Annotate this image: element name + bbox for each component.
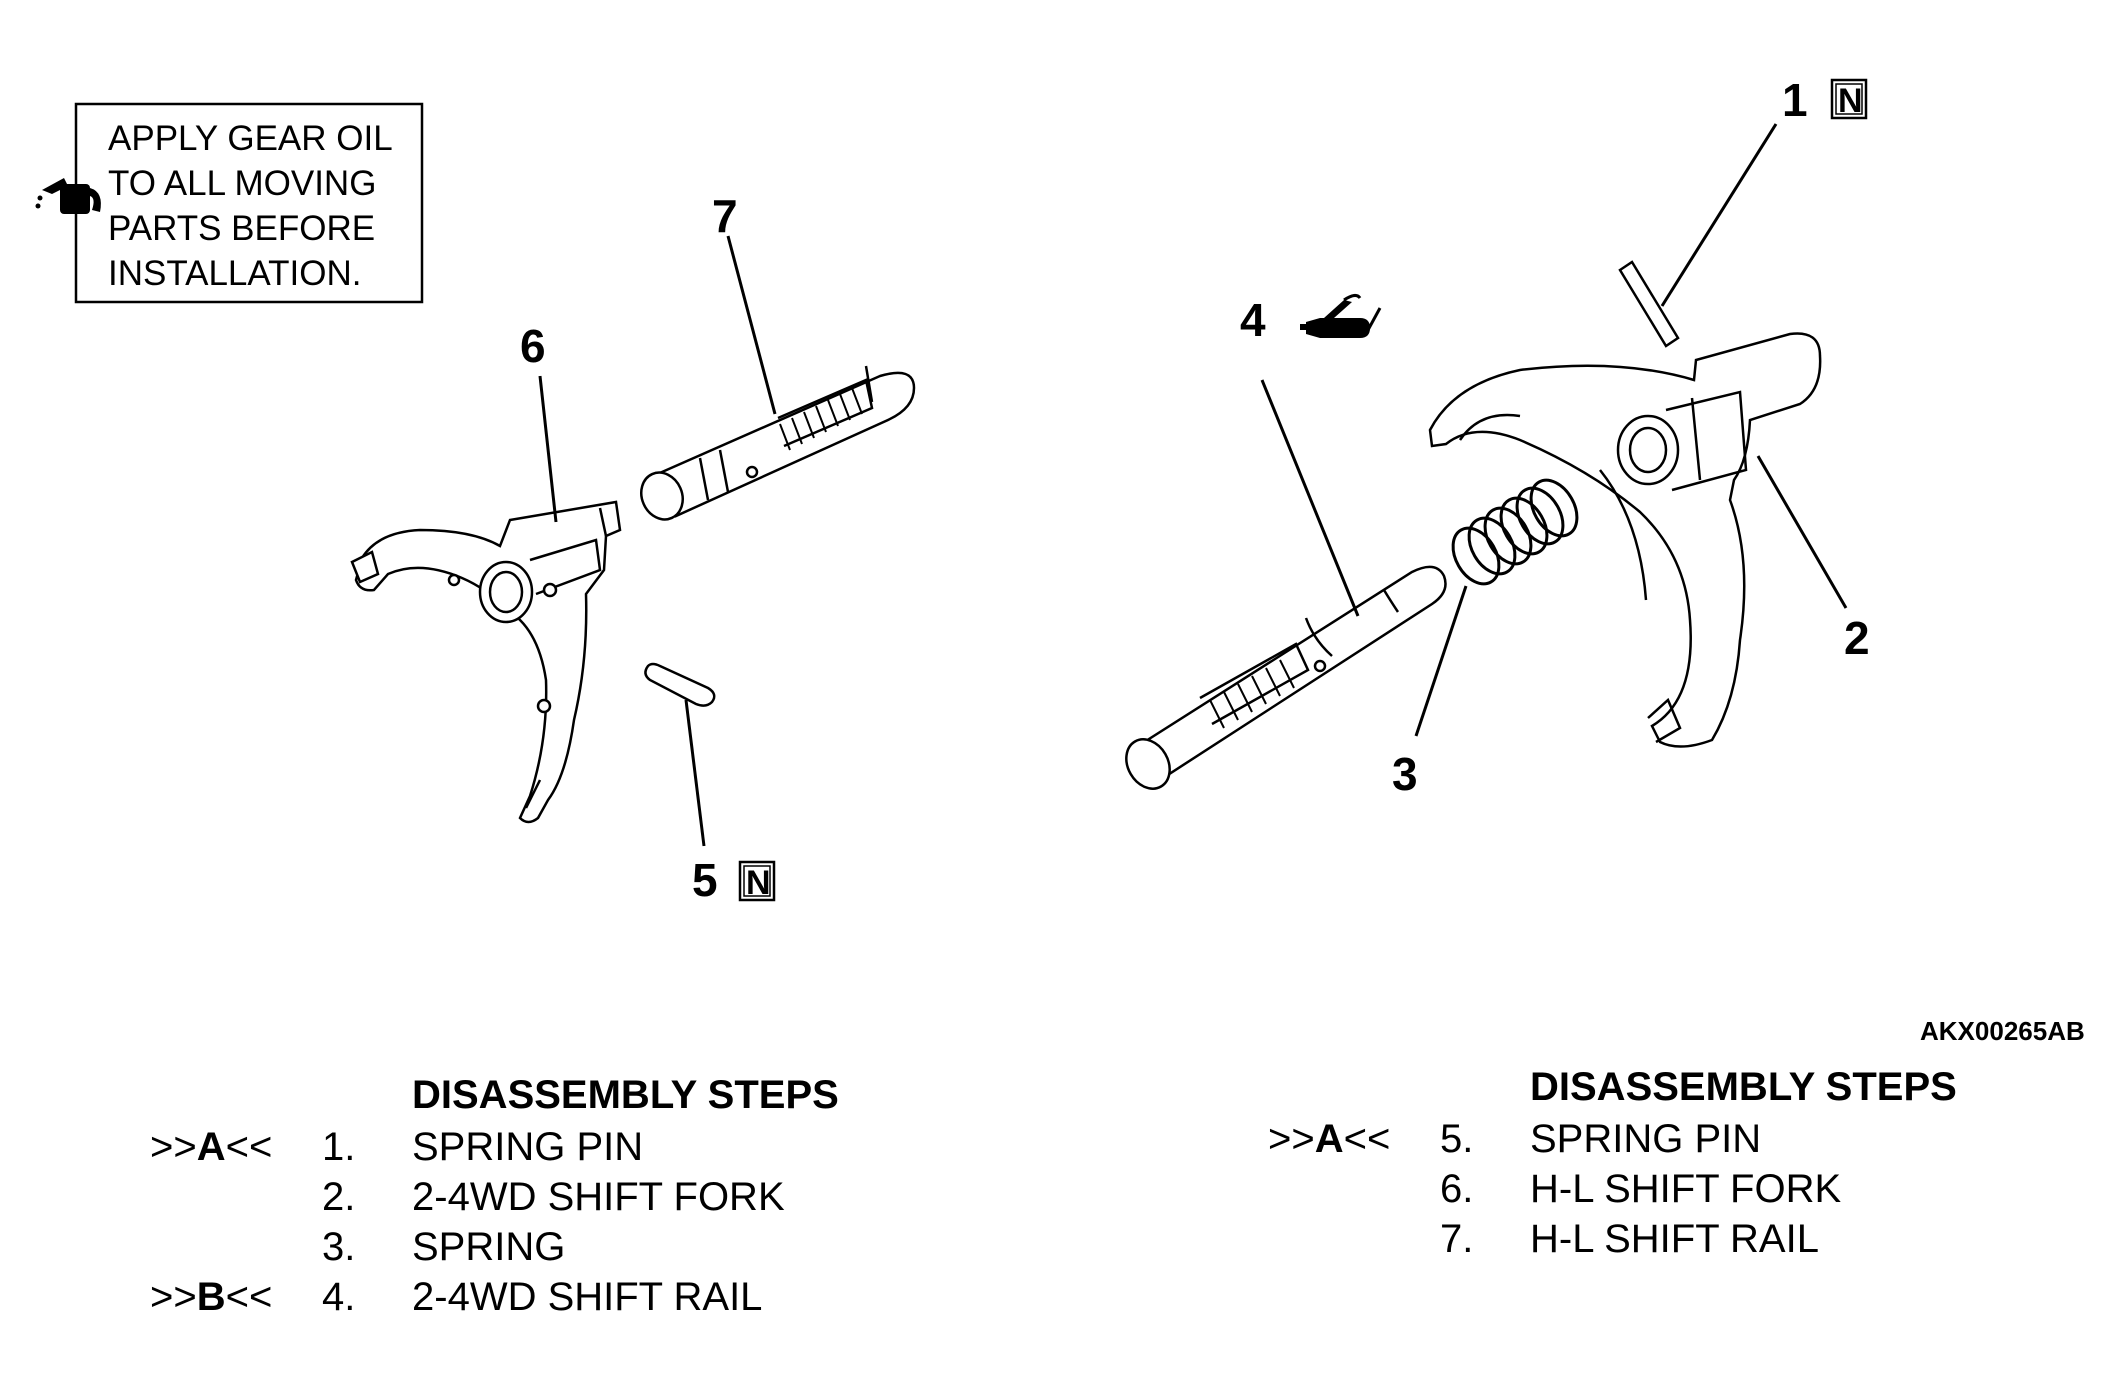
step-name: 2-4WD SHIFT FORK — [412, 1175, 785, 1219]
spring-pin-1-part — [1618, 260, 1680, 348]
callout-5: 5 — [692, 854, 718, 906]
step-row-4: >>B<< 4. 2-4WD SHIFT RAIL — [150, 1272, 910, 1322]
step-name: 2-4WD SHIFT RAIL — [412, 1275, 763, 1319]
note-line-2: TO ALL MOVING — [108, 164, 376, 203]
callout-6: 6 — [520, 320, 546, 372]
callout-2: 2 — [1844, 612, 1870, 664]
step-number: 4. — [322, 1275, 356, 1319]
step-number: 5. — [1440, 1117, 1474, 1161]
step-ref-code: >>A<< — [150, 1125, 273, 1169]
leader-5 — [684, 699, 706, 847]
note-line-4: INSTALLATION. — [108, 254, 361, 293]
step-name: H-L SHIFT FORK — [1530, 1167, 1842, 1211]
step-name: SPRING PIN — [1530, 1117, 1762, 1161]
step-name: SPRING PIN — [412, 1125, 644, 1169]
step-row-5: >>A<< 5. SPRING PIN — [1268, 1114, 2028, 1164]
2-4wd-shift-fork-part — [1428, 332, 1822, 748]
step-ref-code: >>B<< — [150, 1275, 273, 1319]
step-number: 3. — [322, 1225, 356, 1269]
note-box: APPLY GEAR OIL TO ALL MOVING PARTS BEFOR… — [74, 102, 424, 304]
callout-3: 3 — [1392, 748, 1418, 800]
step-number: 7. — [1440, 1217, 1474, 1261]
hl-shift-fork-part — [350, 500, 622, 824]
step-number: 2. — [322, 1175, 356, 1219]
step-ref-code: >>A<< — [1268, 1117, 1391, 1161]
step-name: H-L SHIFT RAIL — [1530, 1217, 1819, 1261]
leader-3 — [1414, 585, 1468, 737]
new-part-mark-1-text: N — [1838, 82, 1863, 120]
step-name: SPRING — [412, 1225, 566, 1269]
note-line-3: PARTS BEFORE — [108, 209, 375, 248]
step-row-2: 2. 2-4WD SHIFT FORK — [150, 1172, 910, 1222]
steps-list-left: DISASSEMBLY STEPS >>A<< 1. SPRING PIN 2.… — [150, 1070, 910, 1340]
leader-7 — [726, 235, 777, 415]
step-row-3: 3. SPRING — [150, 1222, 910, 1272]
hl-shift-rail-part — [640, 365, 916, 521]
new-part-mark-5: N — [738, 860, 776, 902]
step-row-7: 7. H-L SHIFT RAIL — [1268, 1214, 2028, 1264]
leader-4 — [1260, 379, 1360, 617]
spring-part — [1451, 478, 1579, 586]
step-number: 6. — [1440, 1167, 1474, 1211]
callout-4: 4 — [1240, 294, 1266, 346]
steps-list-right: DISASSEMBLY STEPS >>A<< 5. SPRING PIN 6.… — [1268, 1062, 2028, 1282]
spring-pin-5-part — [644, 662, 716, 707]
leader-2 — [1756, 455, 1848, 609]
oil-can-icon — [35, 178, 101, 214]
callout-1: 1 — [1782, 74, 1808, 126]
steps-right-title: DISASSEMBLY STEPS — [1530, 1065, 1957, 1109]
new-part-mark-1: N — [1830, 78, 1868, 120]
step-row-6: 6. H-L SHIFT FORK — [1268, 1164, 2028, 1214]
steps-left-title: DISASSEMBLY STEPS — [412, 1073, 839, 1117]
new-part-mark-5-text: N — [746, 864, 771, 902]
callout-7: 7 — [712, 190, 738, 242]
grease-gun-icon — [1300, 293, 1382, 338]
step-row-1: >>A<< 1. SPRING PIN — [150, 1122, 910, 1172]
2-4wd-shift-rail-part — [1125, 565, 1447, 790]
leader-6 — [538, 375, 558, 523]
reference-code: AKX00265AB — [1920, 1016, 2085, 1046]
step-number: 1. — [322, 1125, 356, 1169]
leader-1 — [1660, 123, 1778, 307]
note-line-1: APPLY GEAR OIL — [108, 119, 393, 158]
